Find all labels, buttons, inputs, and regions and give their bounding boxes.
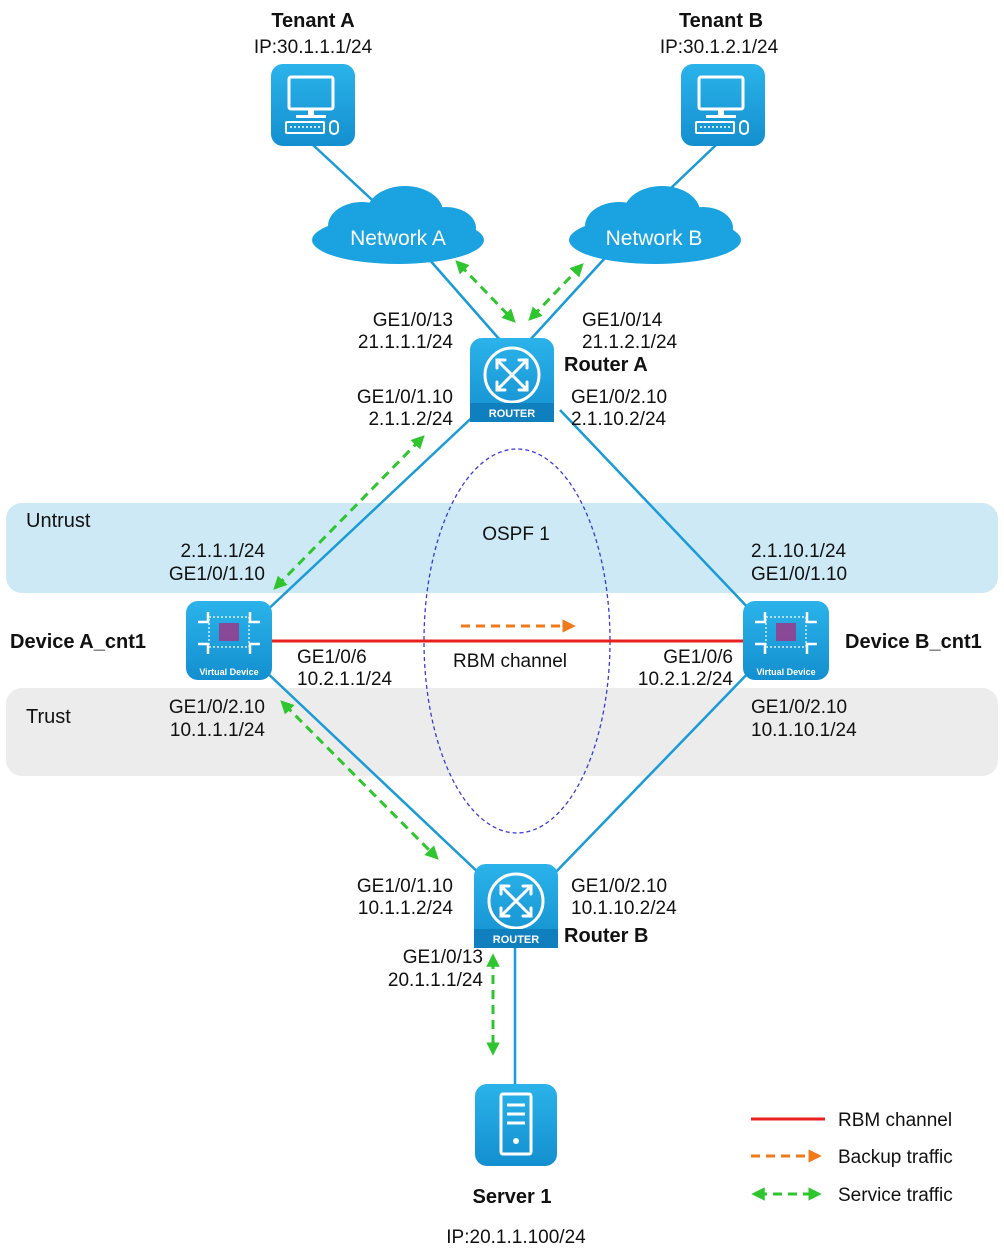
server-ip: IP:20.1.1.100/24 [446,1227,586,1248]
router-a-ge110-port: GE1/0/1.10 [357,387,453,408]
device-b-ge6-ip: 10.2.1.2/24 [638,669,734,690]
svg-text:Virtual Device: Virtual Device [756,667,815,677]
device-a-ge6-port: GE1/0/6 [297,647,367,668]
link-device-b-router-b [551,667,754,877]
network-a-label: Network A [350,227,446,250]
device-a-trust-ip: 10.1.1.1/24 [170,720,266,741]
link-router-a-device-b [559,409,754,614]
device-a-ge6-ip: 10.2.1.1/24 [297,669,393,690]
tenant-a-name: Tenant A [271,10,354,32]
device-a-untrust-port: GE1/0/1.10 [169,564,265,585]
tenant-b-pc-icon [681,64,765,146]
svg-text:ROUTER: ROUTER [493,934,540,946]
device-b-trust-ip: 10.1.10.1/24 [751,720,857,741]
ospf-label: OSPF 1 [482,524,550,545]
router-b-ge13-port: GE1/0/13 [403,947,483,968]
server-name: Server 1 [473,1186,552,1208]
router-a-ge14-ip: 21.1.2.1/24 [582,332,678,353]
svg-text:ROUTER: ROUTER [489,408,536,420]
router-a-ge210-port: GE1/0/2.10 [571,387,667,408]
router-b-icon: ROUTER [474,864,558,948]
router-a-ge13-ip: 21.1.1.1/24 [358,332,454,353]
tenant-b-ip: IP:30.1.2.1/24 [660,37,779,58]
network-a-cloud-icon [312,186,484,264]
router-a-name: Router A [564,354,648,376]
network-b-cloud-icon [569,186,741,264]
device-a-untrust-ip: 2.1.1.1/24 [180,541,265,562]
trust-zone-label: Trust [26,706,71,728]
legend: RBM channel Backup traffic Service traff… [751,1110,953,1206]
device-b-untrust-ip: 2.1.10.1/24 [751,541,847,562]
service-traffic-arrow-network-a [455,260,516,323]
untrust-zone-label: Untrust [26,510,91,532]
router-a-ge13-port: GE1/0/13 [373,310,453,331]
router-b-ge210-port: GE1/0/2.10 [571,876,667,897]
untrust-zone [6,503,998,593]
tenant-a-pc-icon [271,64,355,146]
service-traffic-arrow-network-b [528,263,584,321]
network-b-label: Network B [606,227,703,250]
svg-text:Virtual Device: Virtual Device [199,667,258,677]
device-b-untrust-port: GE1/0/1.10 [751,564,847,585]
device-a-icon: Virtual Device [186,601,272,680]
device-a-trust-port: GE1/0/2.10 [169,697,265,718]
router-a-icon: ROUTER [470,338,554,422]
router-a-ge14-port: GE1/0/14 [582,310,663,331]
router-a-ge110-ip: 2.1.1.2/24 [368,409,453,430]
router-b-ge110-ip: 10.1.1.2/24 [358,898,454,919]
tenant-a-ip: IP:30.1.1.1/24 [254,37,373,58]
rbm-channel-label: RBM channel [453,651,567,672]
router-b-ge13-ip: 20.1.1.1/24 [388,970,484,991]
server-icon [475,1084,557,1166]
link-tenant-a-network-a [312,144,384,211]
device-b-trust-port: GE1/0/2.10 [751,697,847,718]
device-b-ge6-port: GE1/0/6 [663,647,733,668]
router-b-ge110-port: GE1/0/1.10 [357,876,453,897]
legend-service-label: Service traffic [838,1185,953,1206]
router-a-ge210-ip: 2.1.10.2/24 [571,409,667,430]
device-b-icon: Virtual Device [743,601,829,680]
service-traffic-arrow-untrust [273,435,425,590]
device-b-name: Device B_cnt1 [845,631,982,653]
trust-zone [6,688,998,776]
legend-rbm-label: RBM channel [838,1110,952,1131]
service-traffic-arrow-trust [280,700,439,860]
tenant-b-name: Tenant B [679,10,763,32]
router-b-name: Router B [564,925,648,947]
router-b-ge210-ip: 10.1.10.2/24 [571,898,677,919]
device-a-name: Device A_cnt1 [10,631,146,653]
legend-backup-label: Backup traffic [838,1147,953,1168]
